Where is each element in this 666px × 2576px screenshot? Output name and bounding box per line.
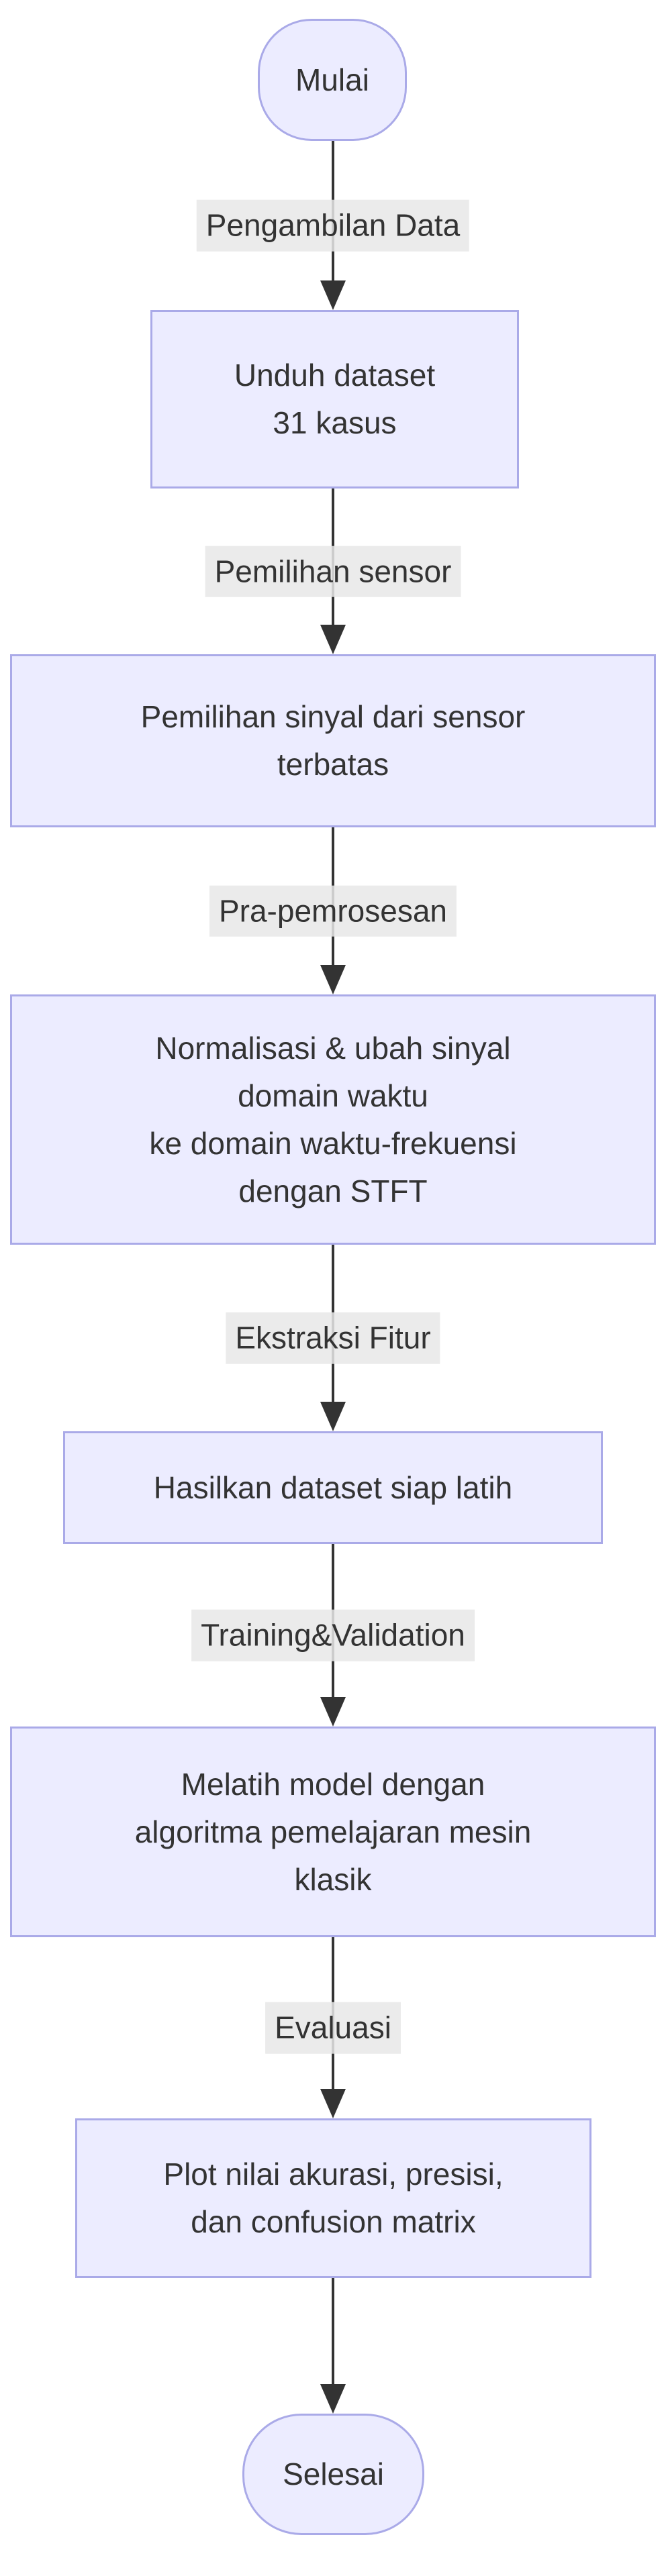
edge-line <box>332 2278 334 2391</box>
process-box-plot-akurasi: Plot nilai akurasi, presisi, dan confusi… <box>75 2118 591 2278</box>
edge-download-to-select: Pemilihan sensor <box>0 488 666 654</box>
arrowhead-down-icon <box>320 1402 346 1431</box>
node-label: Plot nilai akurasi, presisi, dan confusi… <box>163 2157 504 2239</box>
arrowhead-down-icon <box>320 2089 346 2118</box>
edge-label-evaluasi: Evaluasi <box>265 2002 401 2054</box>
edge-label-training-validation: Training&Validation <box>191 1609 475 1661</box>
arrowhead-down-icon <box>320 1697 346 1727</box>
edge-label-pengambilan-data: Pengambilan Data <box>196 199 470 252</box>
node-label: Hasilkan dataset siap latih <box>153 1470 513 1505</box>
node-label: Melatih model dengan algoritma pemelajar… <box>134 1766 532 1897</box>
edge-label-pra-pemrosesan: Pra-pemrosesan <box>209 885 457 937</box>
edge-dataset-to-train: Training&Validation <box>0 1544 666 1727</box>
arrowhead-down-icon <box>320 965 346 994</box>
node-label: Selesai <box>283 2457 384 2491</box>
process-box-dataset-siap-latih: Hasilkan dataset siap latih <box>63 1431 603 1544</box>
arrowhead-down-icon <box>320 2384 346 2414</box>
edge-preprocess-to-dataset: Ekstraksi Fitur <box>0 1245 666 1431</box>
edge-label-pemilihan-sensor: Pemilihan sensor <box>205 546 461 597</box>
edge-start-to-download: Pengambilan Data <box>0 141 666 310</box>
process-box-melatih-model: Melatih model dengan algoritma pemelajar… <box>10 1727 656 1937</box>
node-label: Mulai <box>295 62 369 97</box>
start-node-mulai: Mulai <box>258 19 407 141</box>
edge-label-ekstraksi-fitur: Ekstraksi Fitur <box>226 1312 440 1364</box>
process-box-pemilihan-sinyal: Pemilihan sinyal dari sensor terbatas <box>10 654 656 827</box>
edge-train-to-plot: Evaluasi <box>0 1937 666 2118</box>
end-node-selesai: Selesai <box>242 2414 424 2535</box>
edge-select-to-preprocess: Pra-pemrosesan <box>0 827 666 994</box>
edge-plot-to-end <box>0 2278 666 2414</box>
process-box-normalisasi-stft: Normalisasi & ubah sinyal domain waktu k… <box>10 994 656 1245</box>
arrowhead-down-icon <box>320 625 346 654</box>
node-label: Normalisasi & ubah sinyal domain waktu k… <box>149 1030 517 1208</box>
process-box-unduh-dataset: Unduh dataset 31 kasus <box>150 310 519 488</box>
arrowhead-down-icon <box>320 280 346 310</box>
node-label: Pemilihan sinyal dari sensor terbatas <box>140 699 526 782</box>
node-label: Unduh dataset 31 kasus <box>234 358 436 440</box>
